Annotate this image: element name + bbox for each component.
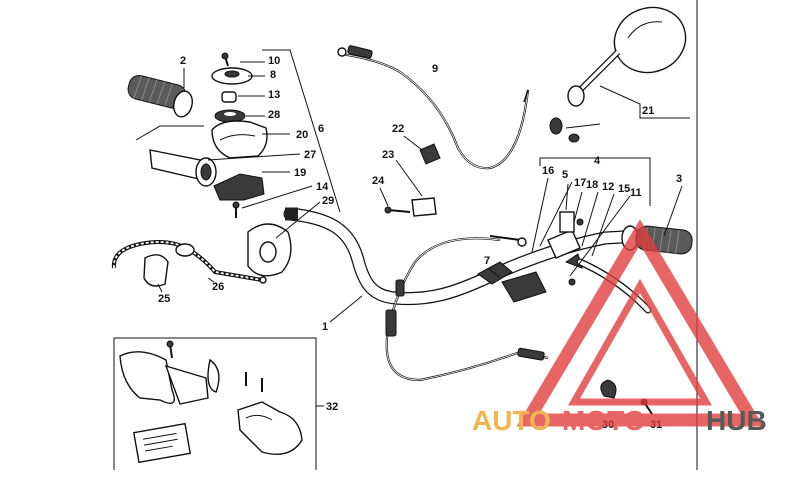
- callout-25: 25: [158, 293, 170, 305]
- handguard-kit: [113, 337, 324, 470]
- callout-12: 12: [602, 181, 614, 193]
- throttle-tube: [149, 149, 217, 187]
- clamp-parts: [384, 143, 441, 217]
- callout-labels: 2 10 8 13 28 20 6 27 19 14 29 9 21 22 23…: [158, 55, 682, 431]
- callout-4: 4: [594, 155, 601, 167]
- callout-7: 7: [484, 255, 490, 267]
- callout-11: 11: [630, 187, 642, 199]
- throttle-housing-parts: [211, 52, 292, 277]
- callout-23: 23: [382, 149, 394, 161]
- callout-9: 9: [432, 63, 438, 75]
- callout-32: 32: [326, 401, 338, 413]
- callout-13: 13: [268, 89, 280, 101]
- warning-triangle-icon: [516, 219, 764, 427]
- watermark-moto: MOTO: [562, 405, 645, 436]
- callout-8: 8: [270, 69, 276, 81]
- callout-6: 6: [318, 123, 324, 135]
- callout-24: 24: [372, 175, 385, 187]
- kill-switch-wiring: [111, 240, 267, 293]
- handlebar: [283, 207, 647, 306]
- callout-1: 1: [322, 321, 328, 333]
- callout-28: 28: [268, 109, 280, 121]
- callout-21: 21: [642, 105, 654, 117]
- callout-14: 14: [316, 181, 329, 193]
- callout-19: 19: [294, 167, 306, 179]
- callout-27: 27: [304, 149, 316, 161]
- callout-5: 5: [562, 169, 568, 181]
- callout-15: 15: [618, 183, 630, 195]
- cable-7: [385, 235, 549, 382]
- callout-18: 18: [586, 179, 598, 191]
- callout-10: 10: [268, 55, 280, 67]
- callout-16: 16: [542, 165, 554, 177]
- callout-20: 20: [296, 129, 308, 141]
- group-6-bracket: [135, 49, 341, 239]
- callout-2: 2: [180, 55, 186, 67]
- cable-9: [337, 45, 530, 170]
- callout-3: 3: [676, 173, 682, 185]
- watermark-logo: AUTO MOTO HUB: [472, 219, 767, 436]
- callout-29: 29: [322, 195, 334, 207]
- mirror: [549, 6, 690, 143]
- callout-26: 26: [212, 281, 224, 293]
- callout-22: 22: [392, 123, 404, 135]
- watermark-hub: HUB: [706, 405, 767, 436]
- callout-17: 17: [574, 177, 586, 189]
- watermark-auto: AUTO: [472, 405, 551, 436]
- left-grip: [127, 74, 193, 118]
- group-4-bracket: [531, 157, 683, 277]
